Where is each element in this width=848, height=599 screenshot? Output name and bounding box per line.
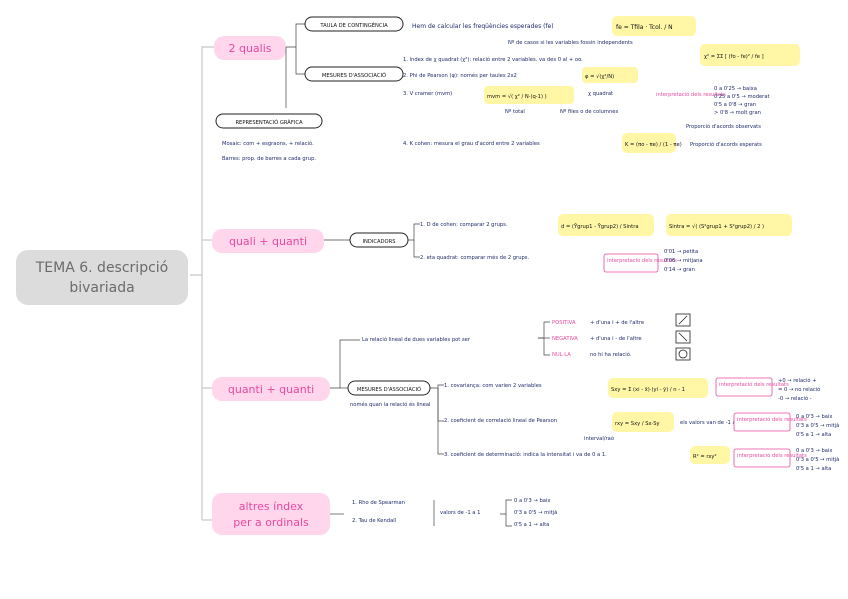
mes-note: només quan la relació és lineal (350, 401, 431, 408)
taula-contingencia: TAULA DE CONTINGÈNCIA Hem de calcular le… (304, 16, 696, 46)
chi-formula: χ² = ΣΣ [ (fo - fe)² / fe ] (704, 54, 764, 60)
kappa-cohen: 4. K cohen: mesura el grau d'acord entre… (403, 123, 762, 153)
svg-text:Proporció d'acords esperats: Proporció d'acords esperats (690, 141, 762, 148)
spearman: 1. Rho de Spearman (352, 500, 405, 506)
svg-text:INDICADORS: INDICADORS (362, 239, 395, 245)
branch-quanti-quanti-label: quanti + quanti (228, 383, 314, 396)
svg-text:0'5 a 1 → alta: 0'5 a 1 → alta (514, 522, 549, 528)
svg-text:0 a 0'3 → baix: 0 a 0'3 → baix (796, 414, 832, 420)
branch-altres: altres índex per a ordinals (212, 493, 330, 535)
kendall: 2. Tau de Kendall (352, 518, 396, 524)
svg-text:Nº total: Nº total (505, 109, 525, 115)
svg-text:no hi ha relació.: no hi ha relació. (590, 351, 632, 358)
taula-text: Hem de calcular les freqüències esperade… (412, 23, 554, 30)
svg-text:interpretació dels resultats: interpretació dels resultats (719, 381, 789, 388)
svg-text:0'25 a 0'5 → moderat: 0'25 a 0'5 → moderat (714, 94, 770, 100)
branch-quali-quanti: quali + quanti (212, 229, 324, 253)
branch-qualis-label: 2 qualis (228, 42, 271, 55)
cov-text: 1. covariança: com varien 2 variables (444, 383, 542, 389)
main-connectors (190, 46, 215, 521)
svg-text:0'01 → petita: 0'01 → petita (664, 249, 698, 255)
svg-text:NUL·LA: NUL·LA (552, 352, 571, 358)
root-title-line1: TEMA 6. descripció (35, 260, 169, 276)
svg-text:0 a 0'25 → baixa: 0 a 0'25 → baixa (714, 86, 757, 92)
svg-text:Proporció d'acords observats: Proporció d'acords observats (686, 123, 761, 130)
rep-mosaic: Mosaic: com + esgraons, + relació. (222, 140, 314, 147)
k-formula: K = (πo - πe) / (1 - πe) (625, 142, 682, 148)
relacio-lineal: La relació lineal de dues variables pot … (362, 313, 691, 361)
indicadors: INDICADORS 1. D de cohen: comparar 2 gru… (349, 214, 792, 273)
v-interp-label: interpretació dels resultats (656, 91, 726, 98)
pearson-text: 2. coeficient de correlació lineal de Pe… (444, 417, 557, 424)
svg-text:-0 → relació -: -0 → relació - (778, 395, 812, 402)
svg-text:0 a 0'3 → baix: 0 a 0'3 → baix (514, 498, 550, 504)
svg-text:0'5 a 0'8 → gran: 0'5 a 0'8 → gran (714, 102, 756, 108)
d-formula: d = (Ȳgrup1 - Ȳgrup2) / Sintra (561, 223, 639, 230)
svg-text:0'5 a 1 → alta: 0'5 a 1 → alta (796, 432, 831, 438)
svg-text:NEGATIVA: NEGATIVA (552, 336, 578, 342)
r-formula: rxy = Sxy / Sx·Sy (615, 421, 660, 427)
phi-text: 2. Phi de Pearson (φ): només per taules … (403, 72, 517, 79)
d-cohen-text: 1. D de cohen: comparar 2 grups. (420, 222, 508, 228)
mesures-associacio-qualis: MESURES D'ASSOCIACIÓ 1. índex de χ quadr… (304, 44, 800, 116)
svg-text:0'5 a 1 → alta: 0'5 a 1 → alta (796, 466, 831, 472)
svg-text:MESURES D'ASSOCIACIÓ: MESURES D'ASSOCIACIÓ (357, 386, 421, 393)
mesures-associacio-quanti: MESURES D'ASSOCIACIÓ només quan la relac… (347, 377, 839, 472)
rep-barres: Barres: prop. de barres a cada grup. (222, 156, 316, 162)
fe-formula: fe = Tfila · Tcol. / N (616, 24, 673, 31)
root-node: TEMA 6. descripció bivariada (16, 250, 188, 305)
representacio-grafica: REPRESENTACIÓ GRÀFICA Mosaic: com + esgr… (215, 113, 323, 162)
svg-text:0'3 a 0'5 → mitjà: 0'3 a 0'5 → mitjà (796, 456, 839, 463)
branch-altres-line2: per a ordinals (233, 516, 309, 529)
relacio-intro: La relació lineal de dues variables pot … (362, 336, 471, 343)
branch-qualis: 2 qualis (214, 36, 286, 60)
svg-text:0'3 a 0'5 → mitjà: 0'3 a 0'5 → mitjà (796, 422, 839, 429)
svg-text:els valors van de -1 a 1.: els valors van de -1 a 1. (680, 420, 743, 426)
svg-text:+ d'una i + de l'altre: + d'una i + de l'altre (590, 320, 644, 326)
svg-text:χ quadrat: χ quadrat (588, 91, 613, 97)
det-text: 3. coeficient de determinació: indica la… (444, 451, 607, 458)
svg-text:0'3 a 0'5 → mitjà: 0'3 a 0'5 → mitjà (514, 509, 557, 516)
svg-text:TAULA DE CONTINGÈNCIA: TAULA DE CONTINGÈNCIA (319, 21, 388, 29)
scatter-null-icon (675, 347, 691, 361)
taula-note: Nº de casos si les variables fossin inde… (508, 40, 633, 46)
svg-text:POSITIVA: POSITIVA (552, 320, 576, 326)
svg-text:= 0 → no relació: = 0 → no relació (778, 386, 820, 393)
svg-text:+0 → relació +: +0 → relació + (778, 377, 817, 384)
svg-text:interval/raó: interval/raó (584, 435, 614, 442)
v-ranges: 0 a 0'25 → baixa 0'25 a 0'5 → moderat 0'… (714, 86, 770, 116)
chi-text: 1. índex de χ quadrat (χ²): relació entr… (403, 56, 583, 63)
s-formula: Sintra = √( (S²grup1 + S²grup2) / 2 ) (669, 223, 764, 230)
svg-text:0'14 → gran: 0'14 → gran (664, 267, 695, 273)
root-title-line2: bivariada (69, 280, 134, 296)
altres-note: valors de -1 a 1 (440, 510, 480, 516)
eta-text: 2. eta quadrat: comparar més de 2 grups. (420, 254, 529, 261)
branch-quanti-quanti: quanti + quanti (212, 377, 330, 401)
v-text: 3. V cramer (mvm) (403, 91, 452, 97)
svg-text:interpretació dels resultats: interpretació dels resultats (737, 416, 807, 423)
scatter-positive-icon (675, 313, 691, 327)
branch-quali-quanti-label: quali + quanti (229, 235, 307, 248)
svg-text:> 0'8 → molt gran: > 0'8 → molt gran (714, 110, 761, 116)
svg-text:MESURES D'ASSOCIACIÓ: MESURES D'ASSOCIACIÓ (322, 72, 386, 79)
branch-altres-line1: altres índex (239, 500, 304, 513)
cov-formula: Sxy = Σ (xi - x̄)·(yi - ȳ) / n - 1 (611, 387, 685, 393)
svg-text:+ d'una i - de l'altre: + d'una i - de l'altre (590, 336, 642, 342)
svg-text:0 a 0'3 → baix: 0 a 0'3 → baix (796, 448, 832, 454)
v-formula: mvm = √( χ² / N·(q-1) ) (487, 93, 547, 100)
phi-formula: φ = √(χ²/N) (585, 73, 614, 80)
k-text: 4. K cohen: mesura el grau d'acord entre… (403, 141, 540, 147)
svg-text:REPRESENTACIÓ GRÀFICA: REPRESENTACIÓ GRÀFICA (235, 119, 303, 126)
eta-interp-label: interpretació dels resultats (607, 257, 677, 264)
svg-text:Nº files o de columnes: Nº files o de columnes (560, 109, 618, 115)
scatter-negative-icon (675, 330, 691, 344)
altres-index: 1. Rho de Spearman 2. Tau de Kendall val… (330, 498, 557, 528)
svg-text:interpretació dels resultats: interpretació dels resultats (737, 452, 807, 459)
svg-text:0'06 → mitjana: 0'06 → mitjana (664, 258, 703, 264)
r2-formula: R² = rxy² (693, 454, 717, 460)
